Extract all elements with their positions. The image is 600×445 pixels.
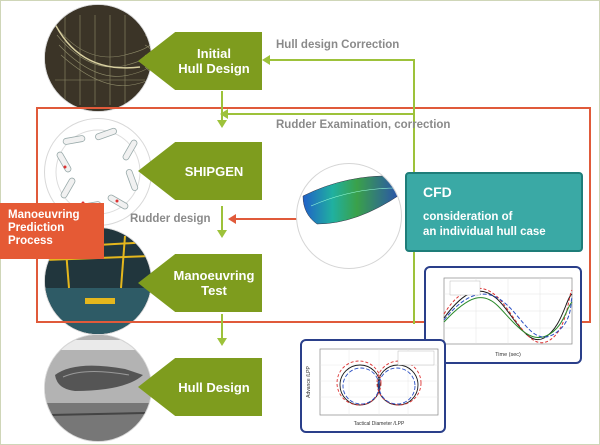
time-series-xlabel: Time (sec): [495, 352, 521, 358]
turning-xlabel: Tactical Diameter /LPP: [354, 421, 405, 427]
turning-ylabel: Advance /LPP: [306, 365, 312, 397]
cfd-title: CFD: [423, 184, 452, 200]
rudder-cfd-image: [296, 163, 402, 269]
turning-circle-plot: Tactical Diameter /LPP Advance /LPP: [300, 339, 446, 433]
cfd-description: consideration of an individual hull case: [423, 211, 546, 238]
rudder-exam-label: Rudder Examination, correction: [276, 119, 451, 131]
rudder-design-label: Rudder design: [130, 213, 211, 225]
prediction-process-label: Manoeuvring Prediction Process: [0, 203, 104, 259]
time-series-plot: Time (sec): [424, 266, 582, 364]
hull-correction-label: Hull design Correction: [276, 39, 400, 51]
cfd-box: CFD consideration of an individual hull …: [405, 172, 583, 252]
hull-lines-image: [44, 4, 152, 112]
